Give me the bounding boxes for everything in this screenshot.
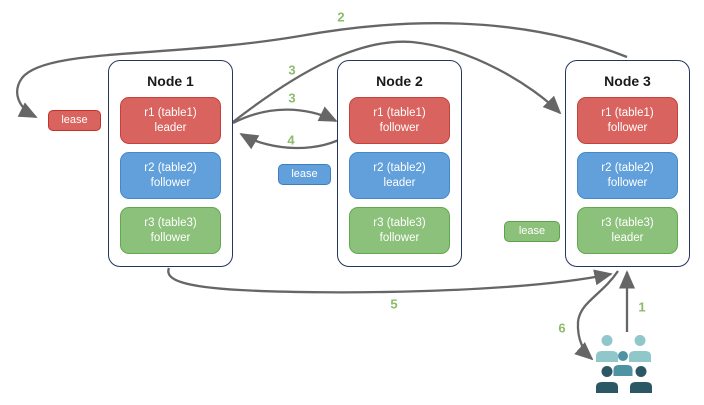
node-3: Node 3 r1 (table1) follower r2 (table2) …	[565, 60, 690, 267]
replica-name: r1 (table1)	[601, 106, 654, 119]
step-label-3a: 3	[288, 62, 296, 78]
replica-r3-node3: r3 (table3) leader	[577, 207, 678, 254]
node-1: Node 1 r1 (table1) leader r2 (table2) fo…	[108, 60, 233, 267]
replica-name: r2 (table2)	[601, 161, 654, 174]
replica-r3-node1: r3 (table3) follower	[120, 207, 221, 254]
lease-tag-red: lease	[48, 110, 101, 131]
replica-role: follower	[150, 176, 191, 189]
users-icon	[594, 332, 660, 394]
arrow-step-3-to-node2	[232, 106, 338, 125]
replica-r3-node2: r3 (table3) follower	[349, 207, 450, 254]
arrow-step-6	[574, 270, 619, 361]
node-title: Node 2	[376, 73, 423, 89]
replica-name: r2 (table2)	[373, 161, 426, 174]
replica-name: r1 (table1)	[144, 106, 197, 119]
node-2: Node 2 r1 (table1) follower r2 (table2) …	[337, 60, 462, 267]
replica-r2-node3: r2 (table2) follower	[577, 152, 678, 199]
replica-role: follower	[379, 231, 420, 244]
node-title: Node 1	[147, 73, 194, 89]
replica-role: follower	[607, 121, 648, 134]
replica-name: r3 (table3)	[601, 216, 654, 229]
replica-r1-node1: r1 (table1) leader	[120, 97, 221, 144]
replica-role: leader	[154, 121, 187, 134]
step-label-3b: 3	[288, 90, 296, 106]
replica-name: r3 (table3)	[144, 216, 197, 229]
replica-role: leader	[611, 231, 644, 244]
replica-role: leader	[383, 176, 416, 189]
lease-tag-green: lease	[504, 221, 560, 242]
node-title: Node 3	[604, 73, 651, 89]
step-label-1: 1	[638, 299, 646, 315]
replica-r1-node2: r1 (table1) follower	[349, 97, 450, 144]
replica-r1-node3: r1 (table1) follower	[577, 97, 678, 144]
replica-role: follower	[607, 176, 648, 189]
step-label-2: 2	[337, 9, 345, 25]
replica-r2-node2: r2 (table2) leader	[349, 152, 450, 199]
replica-name: r2 (table2)	[144, 161, 197, 174]
step-label-4: 4	[287, 132, 295, 148]
arrow-step-2	[16, 22, 628, 119]
replica-name: r3 (table3)	[373, 216, 426, 229]
lease-tag-blue: lease	[278, 164, 331, 185]
replica-r2-node1: r2 (table2) follower	[120, 152, 221, 199]
arrow-step-3-to-node3	[232, 40, 562, 123]
arrow-step-5	[167, 267, 613, 294]
replica-role: follower	[150, 231, 191, 244]
step-label-5: 5	[390, 296, 398, 312]
step-label-6: 6	[558, 320, 566, 336]
replica-role: follower	[379, 121, 420, 134]
replica-name: r1 (table1)	[373, 106, 426, 119]
